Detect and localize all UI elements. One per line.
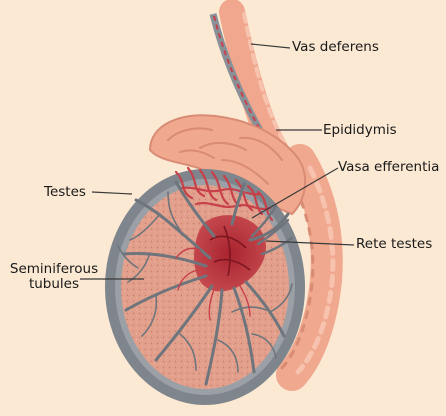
label-seminiferous-tubules: Seminiferous tubules — [4, 262, 104, 292]
label-vasa-efferentia: Vasa efferentia — [338, 160, 439, 175]
label-vas-deferens: Vas deferens — [292, 40, 379, 55]
label-seminiferous-line2: tubules — [4, 277, 104, 292]
label-epididymis: Epididymis — [323, 123, 397, 138]
label-seminiferous-line1: Seminiferous — [4, 262, 104, 277]
label-rete-testes: Rete testes — [356, 237, 432, 252]
label-testes: Testes — [44, 185, 86, 200]
